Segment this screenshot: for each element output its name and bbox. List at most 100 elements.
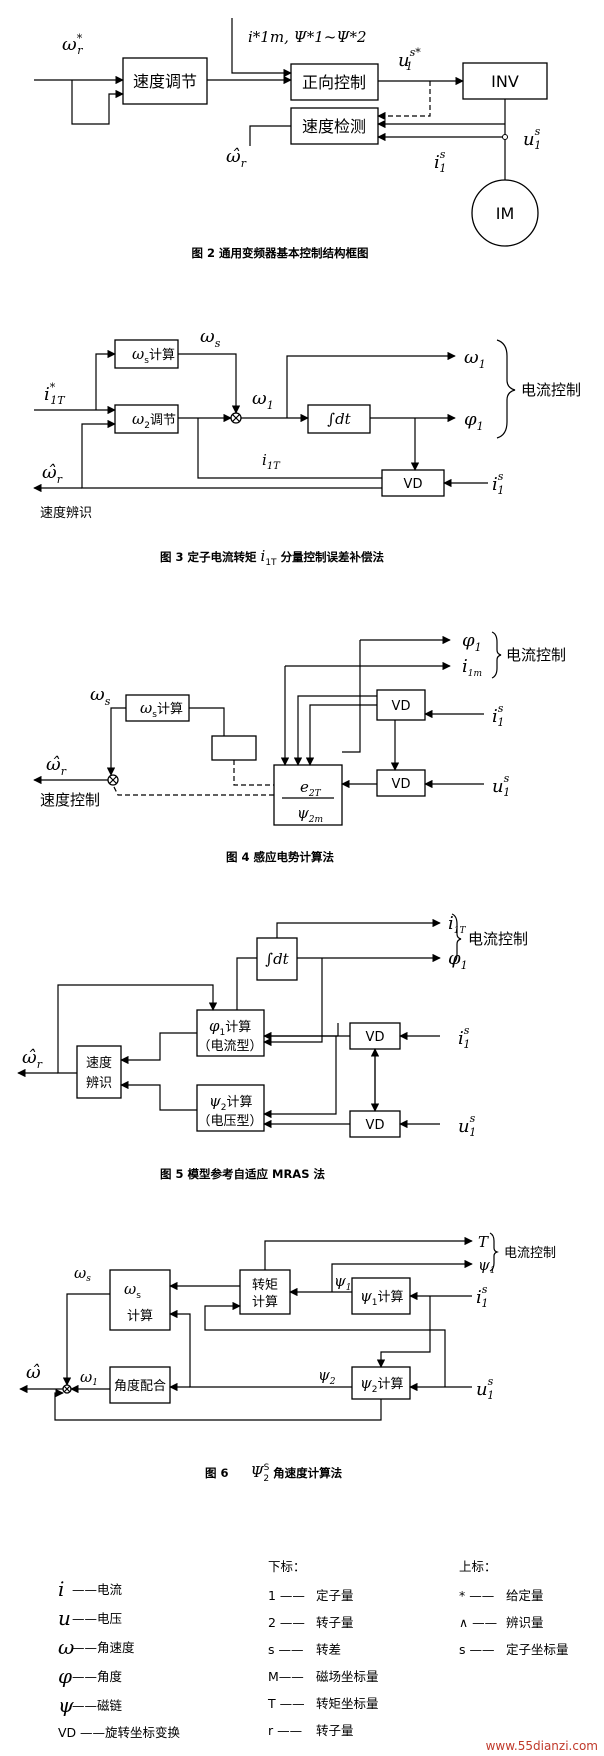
subscript-text: 定子量	[316, 1588, 354, 1603]
subscript-legend: 下标： 1 —— 定子量 2 —— 转子量 s —— 转差 M—— 磁场坐标量 …	[267, 1559, 379, 1738]
vd-block	[381, 469, 445, 497]
omega-r-estimate: ω̂r	[226, 146, 247, 170]
torque-calc-line-1: 转矩	[252, 1278, 278, 1293]
inverter-label: INV	[491, 72, 519, 91]
legend: i ——电流 u ——电压 ω ——角速度 φ ——角度 ψ ——磁链 VD —…	[58, 1559, 569, 1740]
i1T-output: i1T	[448, 913, 466, 936]
omega-estimate: ω̂	[26, 1362, 41, 1383]
legend-text: ——电压	[72, 1611, 122, 1626]
reference-inputs-label: i*1m, Ψ*1~Ψ*2	[248, 28, 367, 46]
superscript-key: s ——	[459, 1642, 495, 1657]
subscript-text: 转矩坐标量	[316, 1696, 379, 1711]
legend-symbol: u	[58, 1606, 71, 1630]
figure-5: ∫dt φ1计算 （电流型） ψ2计算 （电压型） 速度 辨识 VD VD 电流…	[17, 913, 528, 1181]
psi1-output: ψ1	[478, 1256, 496, 1276]
emf-denominator: ψ2m	[297, 804, 323, 825]
psi2-mid-label: ψ2	[318, 1366, 336, 1387]
superscript-text: 辨识量	[506, 1615, 544, 1630]
psi1-calc-block	[351, 1277, 411, 1315]
legend-text: ——磁链	[72, 1698, 123, 1713]
current-control-label: 电流控制	[521, 381, 581, 399]
vd-top-label: VD	[366, 1030, 385, 1045]
torque-output: T	[478, 1233, 489, 1251]
subscript-key: r ——	[268, 1723, 302, 1738]
i1T-reference: i*1T	[44, 381, 66, 407]
omega-1-label: ω1	[80, 1368, 98, 1388]
omega-r-ref: ω*r	[62, 32, 83, 57]
subscript-text: 转子量	[316, 1615, 354, 1630]
phi-1-output: φ1	[464, 409, 484, 433]
omega-1-output: ω1	[464, 347, 486, 371]
omega-s-calc-sym: ωs	[124, 1280, 141, 1301]
integrator-label: ∫dt	[265, 950, 289, 968]
psi2-calc-label: ψ2计算	[209, 1092, 253, 1113]
speed-detection-block	[290, 107, 379, 145]
legend-symbol: ω	[58, 1635, 74, 1659]
current-control-label: 电流控制	[506, 646, 566, 664]
speed-ident-line-2: 辨识	[86, 1076, 112, 1091]
speed-identification-label: 速度辨识	[40, 505, 92, 521]
omega-s-label: ωs	[74, 1264, 91, 1284]
speed-ident-line-1: 速度	[86, 1055, 112, 1071]
legend-text: ——旋转坐标变换	[80, 1725, 181, 1740]
i1m-output: i1m	[462, 656, 482, 679]
superscript-legend: 上标： * —— 给定量 ∧ —— 辨识量 s —— 定子坐标量	[459, 1559, 569, 1657]
subscript-key: s ——	[268, 1642, 304, 1657]
psi1-mid-label: ψ1	[334, 1272, 352, 1293]
figure-4-caption: 图 4 感应电势计算法	[226, 850, 335, 864]
legend-symbol: VD	[58, 1725, 76, 1740]
omega-s-calc-block	[109, 1269, 171, 1331]
emf-numerator: e2T	[300, 778, 322, 799]
superscript-key: * ——	[459, 1588, 494, 1603]
figure-2: 速度调节 正向控制 速度检测 INV IM ω*r i*1m, Ψ*1~Ψ*2 …	[34, 18, 548, 260]
omega-r-estimate: ω̂r	[42, 462, 63, 486]
speed-ident-block	[76, 1045, 122, 1099]
speed-regulator-label: 速度调节	[133, 72, 197, 91]
subscript-key: 1 ——	[268, 1588, 305, 1603]
omega-s-label: ωs	[90, 684, 111, 708]
phi-1-output: φ1	[448, 948, 468, 972]
vd-label: VD	[404, 477, 423, 492]
integrator-block	[307, 404, 371, 434]
psi2-calc-type: （电压型）	[197, 1114, 262, 1129]
u1s-command: us*1	[398, 46, 421, 73]
omega-s-calc-label: ωs计算	[132, 345, 175, 366]
inverter-block	[462, 62, 548, 100]
omega-r-estimate: ω̂r	[22, 1047, 43, 1071]
torque-calc-line-2: 计算	[252, 1295, 278, 1310]
watermark: www.55dianzi.com	[486, 1739, 598, 1753]
current-control-label: 电流控制	[504, 1246, 556, 1261]
current-control-brace	[451, 913, 462, 965]
legend-symbol: i	[58, 1577, 64, 1601]
symbol-legend: i ——电流 u ——电压 ω ——角速度 φ ——角度 ψ ——磁链 VD —…	[58, 1577, 181, 1740]
phi1-calc-label: φ1计算	[209, 1017, 251, 1038]
omega-s-calc-label: 计算	[127, 1309, 153, 1324]
i1T-feedback: i1T	[262, 451, 281, 472]
vd-bottom-label: VD	[366, 1118, 385, 1133]
subscript-title: 下标：	[268, 1559, 306, 1574]
subscript-key: T ——	[267, 1696, 305, 1711]
phi-1-output: φ1	[462, 630, 482, 654]
vd-bottom-label: VD	[392, 777, 411, 792]
subscript-key: 2 ——	[268, 1615, 305, 1630]
forward-control-block	[290, 63, 379, 101]
vd-top-block	[349, 1022, 401, 1050]
subscript-text: 磁场坐标量	[316, 1669, 379, 1684]
subscript-text: 转子量	[316, 1723, 354, 1738]
current-control-label: 电流控制	[468, 930, 528, 948]
integrator-block	[256, 937, 298, 981]
small-block	[211, 735, 257, 761]
current-control-brace	[491, 631, 502, 679]
subscript-key: M——	[268, 1669, 304, 1684]
motor-label: IM	[496, 204, 515, 223]
